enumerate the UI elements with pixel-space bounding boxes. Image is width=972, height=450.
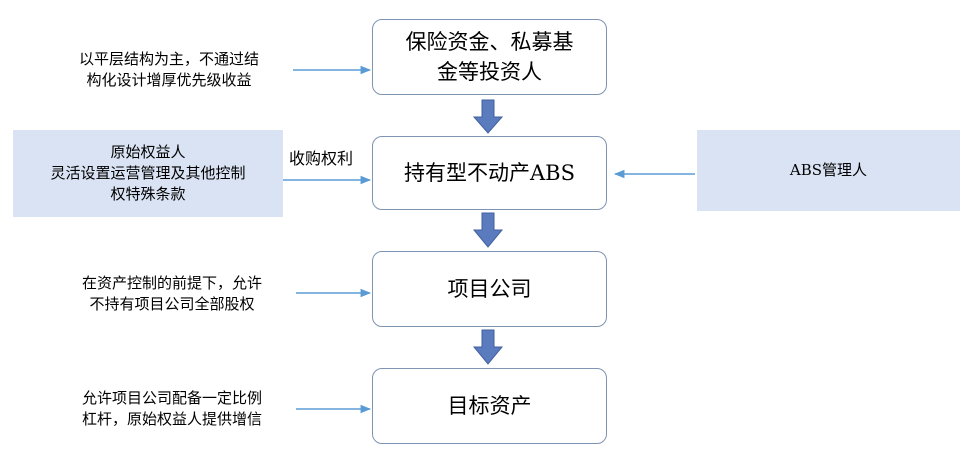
note-flat-structure-line-2: 构化设计增厚优先级收益 bbox=[86, 71, 252, 89]
note-equity-control: 在资产控制的前提下，允许 不持有项目公司全部股权 bbox=[48, 265, 296, 323]
note-originator: 原始权益人 灵活设置运营管理及其他控制 权特殊条款 bbox=[13, 130, 283, 217]
note-leverage: 允许项目公司配备一定比例 杠杆，原始权益人提供增信 bbox=[48, 380, 296, 438]
node-target-asset: 目标资产 bbox=[372, 368, 607, 444]
edge-label-purchase-right: 收购权利 bbox=[289, 149, 354, 168]
node-investors: 保险资金、私募基 金等投资人 bbox=[372, 19, 607, 95]
down-arrow-company-to-asset bbox=[472, 329, 504, 365]
note-leverage-line-2: 杠杆，原始权益人提供增信 bbox=[81, 410, 262, 428]
note-originator-line-3: 权特殊条款 bbox=[110, 185, 186, 203]
node-abs: 持有型不动产ABS bbox=[372, 136, 607, 210]
down-arrow-abs-to-company bbox=[472, 212, 504, 248]
note-flat-structure-line-1: 以平层结构为主，不通过结 bbox=[78, 50, 259, 68]
note-originator-line-1: 原始权益人 bbox=[110, 143, 186, 161]
down-arrow-investors-to-abs bbox=[472, 99, 504, 134]
note-leverage-line-1: 允许项目公司配备一定比例 bbox=[81, 389, 262, 407]
note-abs-manager: ABS管理人 bbox=[697, 130, 960, 211]
note-equity-control-line-1: 在资产控制的前提下，允许 bbox=[81, 274, 262, 292]
node-investors-line-2: 金等投资人 bbox=[437, 60, 542, 84]
note-abs-manager-label: ABS管理人 bbox=[789, 161, 868, 179]
note-flat-structure: 以平层结构为主，不通过结 构化设计增厚优先级收益 bbox=[45, 40, 293, 100]
node-project-company: 项目公司 bbox=[372, 251, 607, 327]
note-originator-line-2: 灵活设置运营管理及其他控制 bbox=[50, 164, 246, 182]
note-equity-control-line-2: 不持有项目公司全部股权 bbox=[89, 295, 255, 313]
node-investors-line-1: 保险资金、私募基 bbox=[405, 30, 574, 54]
